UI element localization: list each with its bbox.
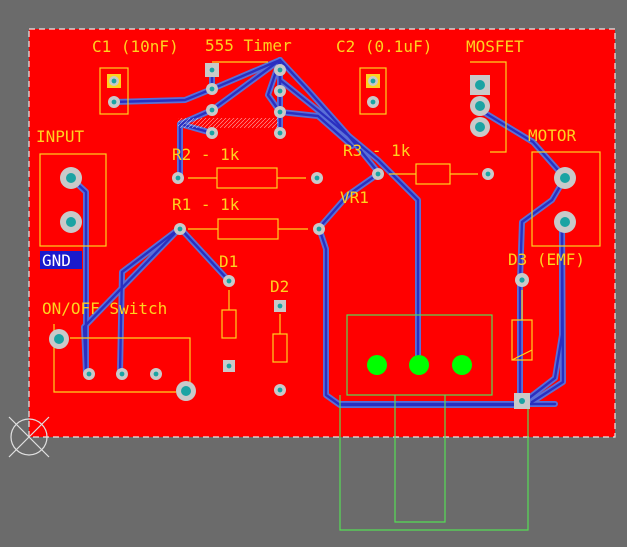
label-gnd[interactable]: GND	[42, 251, 71, 270]
keepout-hatch	[178, 118, 278, 128]
label-vr1[interactable]: VR1	[340, 188, 369, 207]
silkscreen-outlines	[39, 61, 601, 393]
label-c1[interactable]: C1 (10nF)	[92, 37, 179, 56]
potentiometer-legs[interactable]	[367, 355, 472, 375]
label-switch[interactable]: ON/OFF Switch	[42, 299, 167, 318]
gnd-label-bg	[40, 251, 82, 269]
label-d1[interactable]: D1	[219, 252, 238, 271]
potentiometer-courtyard	[339, 314, 529, 531]
label-r2[interactable]: R2 - 1k	[172, 145, 240, 164]
label-mosfet[interactable]: MOSFET	[466, 37, 524, 56]
label-d3[interactable]: D3 (EMF)	[508, 250, 585, 269]
label-motor[interactable]: MOTOR	[528, 126, 577, 145]
board-outline	[28, 28, 616, 438]
label-c2[interactable]: C2 (0.1uF)	[336, 37, 432, 56]
label-555-timer[interactable]: 555 Timer	[205, 36, 292, 55]
label-r3[interactable]: R3 - 1k	[343, 141, 411, 160]
label-d2[interactable]: D2	[270, 277, 289, 296]
label-input[interactable]: INPUT	[36, 127, 85, 146]
crosshair-circle-icon[interactable]	[8, 416, 50, 458]
label-r1[interactable]: R1 - 1k	[172, 195, 240, 214]
pads[interactable]	[49, 63, 576, 409]
